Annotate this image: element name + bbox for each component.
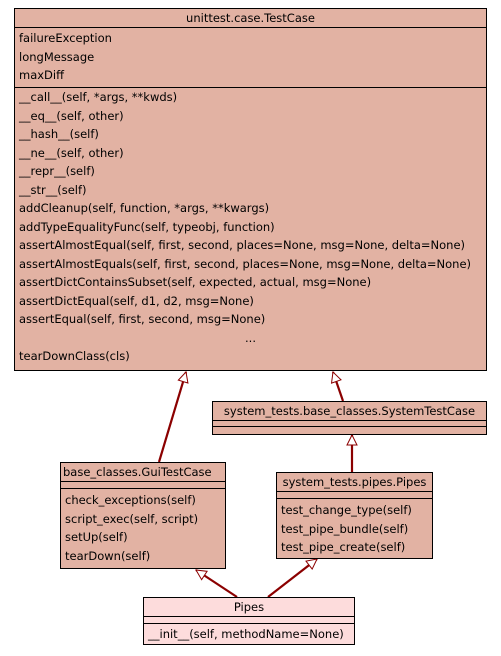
method: test_change_type(self) <box>281 503 412 517</box>
methods-section: test_change_type(self) test_pipe_bundle(… <box>277 498 432 557</box>
method: assertAlmostEqual(self, first, second, p… <box>19 238 466 252</box>
methods-section: __init__(self, methodName=None) <box>144 623 354 644</box>
attributes-section <box>144 616 354 623</box>
method: assertDictEqual(self, d1, d2, msg=None) <box>19 293 254 308</box>
attributes-section <box>277 491 432 498</box>
method: assertAlmostEquals(self, first, second, … <box>19 256 472 271</box>
class-testcase[interactable]: unittest.case.TestCase failureException … <box>14 8 487 371</box>
method: check_exceptions(self) <box>65 493 196 507</box>
method: test_pipe_bundle(self) <box>281 521 409 536</box>
method: __eq__(self, other) <box>19 108 124 123</box>
method: __str__(self) <box>19 182 87 197</box>
attributes-section <box>213 420 486 426</box>
edge-pipes-to-guitestcase <box>196 569 238 598</box>
method: __repr__(self) <box>19 164 95 178</box>
edge-pipes-to-pipes-tests <box>267 558 317 598</box>
method: tearDown(self) <box>65 548 151 563</box>
method: assertDictContainsSubset(self, expected,… <box>19 275 372 289</box>
methods-section: __call__(self, *args, **kwds) __eq__(sel… <box>15 87 486 366</box>
method: assertEqual(self, first, second, msg=Non… <box>19 312 266 326</box>
edge-systemtestcase-to-testcase <box>333 372 345 402</box>
method: __init__(self, methodName=None) <box>148 627 344 641</box>
method: script_exec(self, script) <box>65 511 199 526</box>
class-pipes[interactable]: Pipes __init__(self, methodName=None) <box>143 597 355 645</box>
method: setUp(self) <box>65 530 128 544</box>
class-systemtestcase[interactable]: system_tests.base_classes.SystemTestCase <box>212 401 487 435</box>
method: test_pipe_create(self) <box>281 540 406 554</box>
ellipsis: ... <box>245 330 256 345</box>
attribute: longMessage <box>19 49 95 64</box>
class-guitestcase[interactable]: base_classes.GuiTestCase check_exception… <box>60 462 226 569</box>
method: __hash__(self) <box>19 127 99 141</box>
attributes-section: failureException longMessage maxDiff <box>15 27 486 87</box>
attribute: maxDiff <box>19 68 65 82</box>
methods-section: check_exceptions(self) script_exec(self,… <box>61 488 225 565</box>
class-name: unittest.case.TestCase <box>186 11 315 25</box>
methods-section <box>213 426 486 434</box>
edge-guitestcase-to-testcase <box>157 372 186 463</box>
method: addCleanup(self, function, *args, **kwar… <box>19 201 270 215</box>
class-name: system_tests.base_classes.SystemTestCase <box>223 404 476 418</box>
class-name: Pipes <box>233 600 265 614</box>
class-name: base_classes.GuiTestCase <box>63 465 212 479</box>
attributes-section <box>61 481 225 488</box>
attribute: failureException <box>19 31 112 45</box>
class-pipes-tests[interactable]: system_tests.pipes.Pipes test_change_typ… <box>276 472 433 559</box>
method: addTypeEqualityFunc(self, typeobj, funct… <box>19 219 275 234</box>
method: __ne__(self, other) <box>19 145 124 160</box>
method: __call__(self, *args, **kwds) <box>19 90 178 104</box>
method: tearDownClass(cls) <box>19 349 130 363</box>
class-name: system_tests.pipes.Pipes <box>282 475 427 489</box>
